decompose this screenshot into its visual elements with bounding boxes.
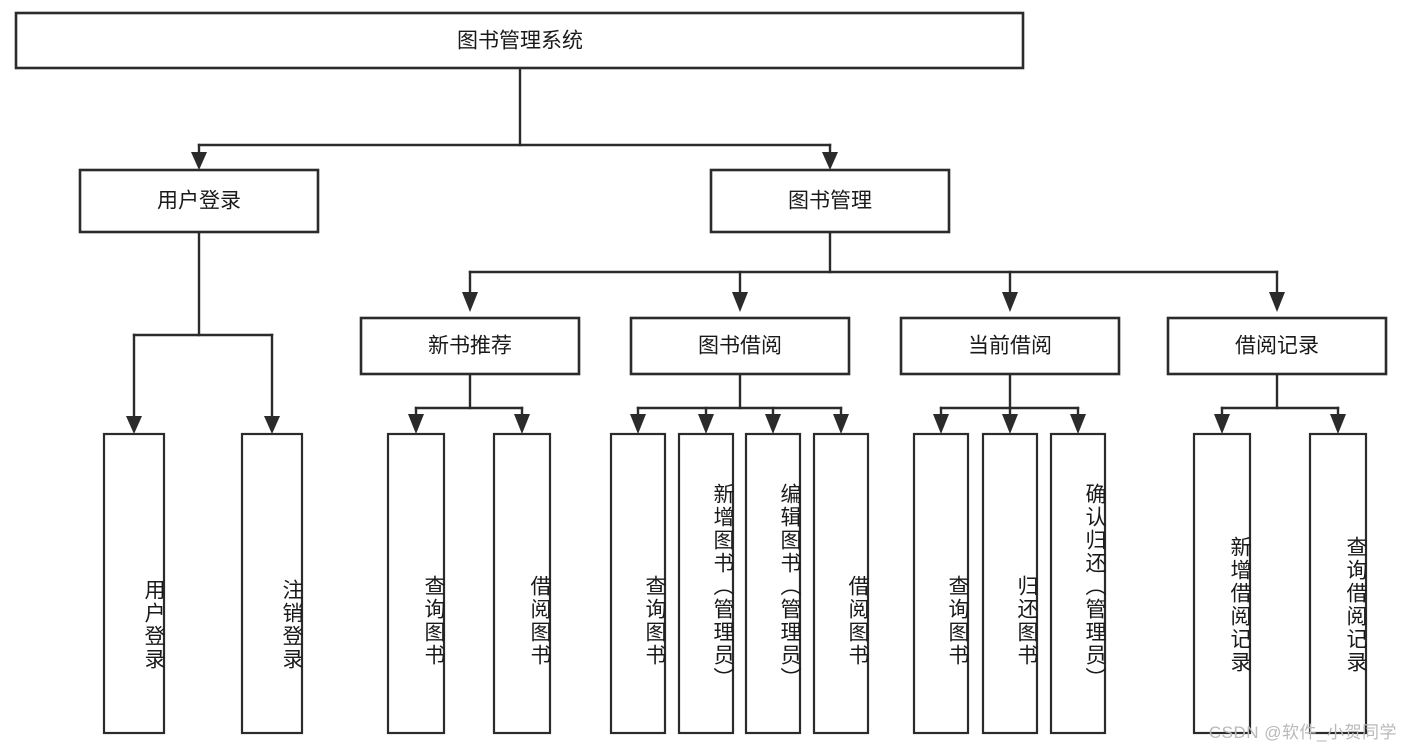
node-current-borrow-label: 当前借阅: [968, 335, 1052, 358]
arrowhead-leaf-query-book-3: [933, 414, 949, 434]
node-root-label: 图书管理系统: [457, 30, 583, 53]
node-borrow-record-label: 借阅记录: [1235, 335, 1319, 358]
node-new-book-recommend-label: 新书推荐: [428, 335, 512, 358]
node-leaf-query-record[interactable]: [1308, 432, 1368, 735]
node-leaf-edit-book[interactable]: [744, 432, 802, 735]
node-book-borrow[interactable]: [629, 316, 851, 376]
node-leaf-borrow-book-2[interactable]: [812, 432, 870, 735]
node-user-login[interactable]: [78, 168, 320, 234]
arrowhead-leaf-borrow-book-1: [514, 414, 530, 434]
arrowhead-leaf-user-login: [126, 416, 142, 434]
node-leaf-query-book-3[interactable]: [912, 432, 970, 735]
arrowhead-leaf-return-book: [1002, 414, 1018, 434]
arrowhead-book-borrow: [732, 292, 748, 312]
node-leaf-query-book-2[interactable]: [609, 432, 667, 735]
node-layer: [14, 11, 1388, 735]
arrowhead-book-management: [822, 152, 838, 170]
arrowhead-new-book-recommend: [462, 292, 478, 312]
node-root[interactable]: [14, 11, 1025, 70]
node-leaf-user-login[interactable]: [102, 432, 166, 735]
arrowhead-leaf-query-book-2: [630, 414, 646, 434]
node-borrow-record[interactable]: [1166, 316, 1388, 376]
arrowhead-leaf-edit-book: [765, 414, 781, 434]
label-layer: 图书管理系统 用户登录 图书管理 新书推荐 图书借阅 当前借阅 借阅记录: [157, 30, 1319, 358]
arrowhead-current-borrow: [1002, 292, 1018, 312]
node-leaf-logout-login[interactable]: [240, 432, 304, 735]
node-leaf-confirm-return[interactable]: [1049, 432, 1107, 735]
connector-layer: [126, 66, 1346, 434]
arrowhead-leaf-borrow-book-2: [833, 414, 849, 434]
arrowhead-leaf-logout-login: [264, 416, 280, 434]
node-book-management-label: 图书管理: [788, 190, 872, 213]
node-current-borrow[interactable]: [899, 316, 1121, 376]
node-leaf-add-book[interactable]: [677, 432, 735, 735]
node-leaf-query-book-1[interactable]: [386, 432, 446, 735]
node-book-management[interactable]: [709, 168, 951, 234]
arrowhead-borrow-record: [1269, 292, 1285, 312]
node-user-login-label: 用户登录: [157, 190, 241, 213]
arrowhead-leaf-confirm-return: [1070, 414, 1086, 434]
arrowhead-leaf-add-record: [1214, 414, 1230, 434]
arrowhead-leaf-add-book: [698, 414, 714, 434]
node-leaf-return-book[interactable]: [981, 432, 1039, 735]
node-leaf-borrow-book-1[interactable]: [492, 432, 552, 735]
arrowhead-user-login: [191, 152, 207, 170]
arrowhead-leaf-query-record: [1330, 414, 1346, 434]
node-book-borrow-label: 图书借阅: [698, 335, 782, 358]
arrowhead-leaf-query-book-1: [408, 414, 424, 434]
watermark-text: CSDN @软件_小贺同学: [1208, 723, 1397, 742]
node-leaf-add-record[interactable]: [1192, 432, 1252, 735]
node-new-book-recommend[interactable]: [359, 316, 581, 376]
